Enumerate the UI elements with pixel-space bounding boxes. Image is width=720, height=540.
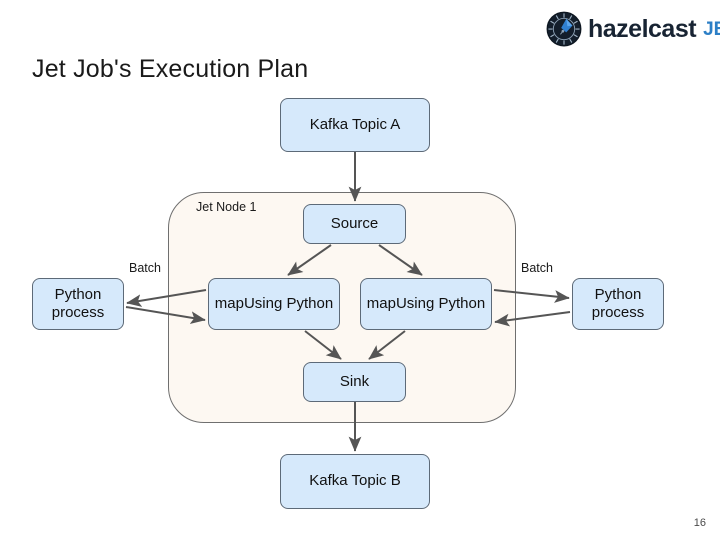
- node-python-process-right[interactable]: Python process: [572, 278, 664, 330]
- node-map-using-python-right[interactable]: mapUsing Python: [360, 278, 492, 330]
- logo-wordmark: hazelcast: [588, 14, 697, 43]
- hazelcast-jet-logo: hazelcast JET: [546, 10, 720, 48]
- node-kafka-topic-b[interactable]: Kafka Topic B: [280, 454, 430, 509]
- node-source[interactable]: Source: [303, 204, 406, 244]
- edge-label-batch-left: Batch: [129, 261, 161, 275]
- hazelcast-logo-icon: [546, 11, 582, 47]
- page-title: Jet Job's Execution Plan: [32, 55, 309, 83]
- node-sink[interactable]: Sink: [303, 362, 406, 402]
- jet-node-label: Jet Node 1: [196, 200, 257, 214]
- node-map-using-python-left[interactable]: mapUsing Python: [208, 278, 340, 330]
- node-kafka-topic-a[interactable]: Kafka Topic A: [280, 98, 430, 152]
- page-number: 16: [693, 517, 706, 529]
- logo-product-name: JET: [703, 18, 720, 40]
- edge-label-batch-right: Batch: [521, 261, 553, 275]
- node-python-process-left[interactable]: Python process: [32, 278, 124, 330]
